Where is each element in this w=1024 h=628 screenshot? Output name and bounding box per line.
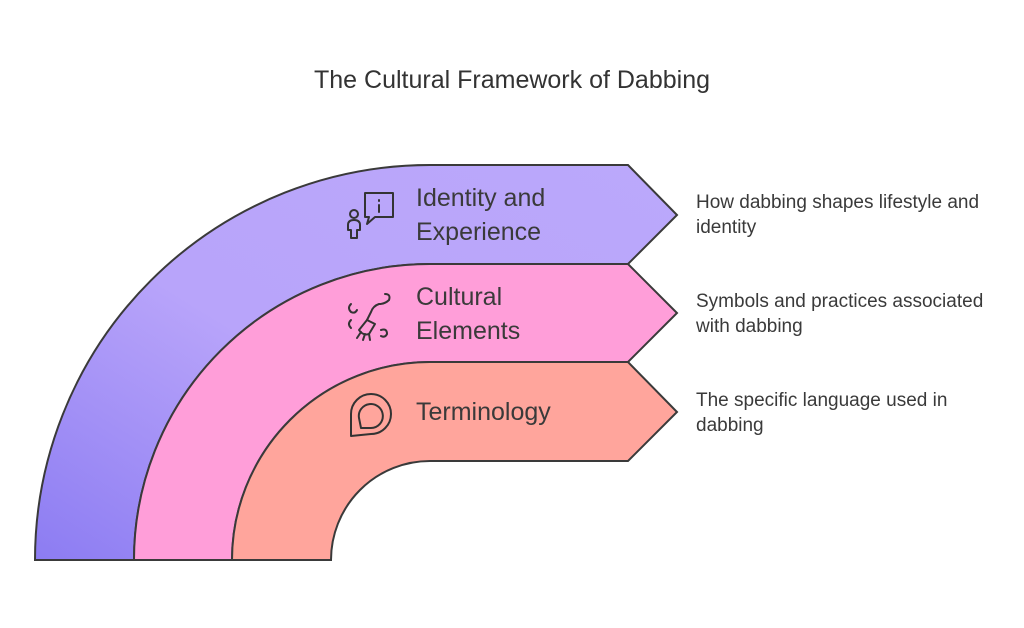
- layer-label-line: Elements: [416, 317, 520, 345]
- layer-label-line: Identity and: [416, 184, 545, 212]
- chat-bubble-icon: [350, 393, 392, 437]
- diagram-title: The Cultural Framework of Dabbing: [314, 66, 710, 94]
- layer-label-cultural: Cultural Elements: [416, 283, 520, 345]
- layer-description-cultural: Symbols and practices associated with da…: [696, 291, 984, 337]
- layer-label-line: Terminology: [416, 398, 551, 426]
- layer-description-identity: How dabbing shapes lifestyle and identit…: [696, 192, 980, 238]
- layer-label-terminology: Terminology: [416, 398, 551, 426]
- layer-label-identity: Identity and Experience: [416, 184, 552, 246]
- layer-band-terminology: [230, 361, 679, 561]
- person-info-icon: [347, 192, 394, 239]
- layer-label-line: Cultural: [416, 283, 502, 311]
- broom-icon: [348, 293, 391, 341]
- layer-label-line: Experience: [416, 218, 541, 246]
- layer-description-terminology: The specific language used in dabbing: [696, 390, 948, 436]
